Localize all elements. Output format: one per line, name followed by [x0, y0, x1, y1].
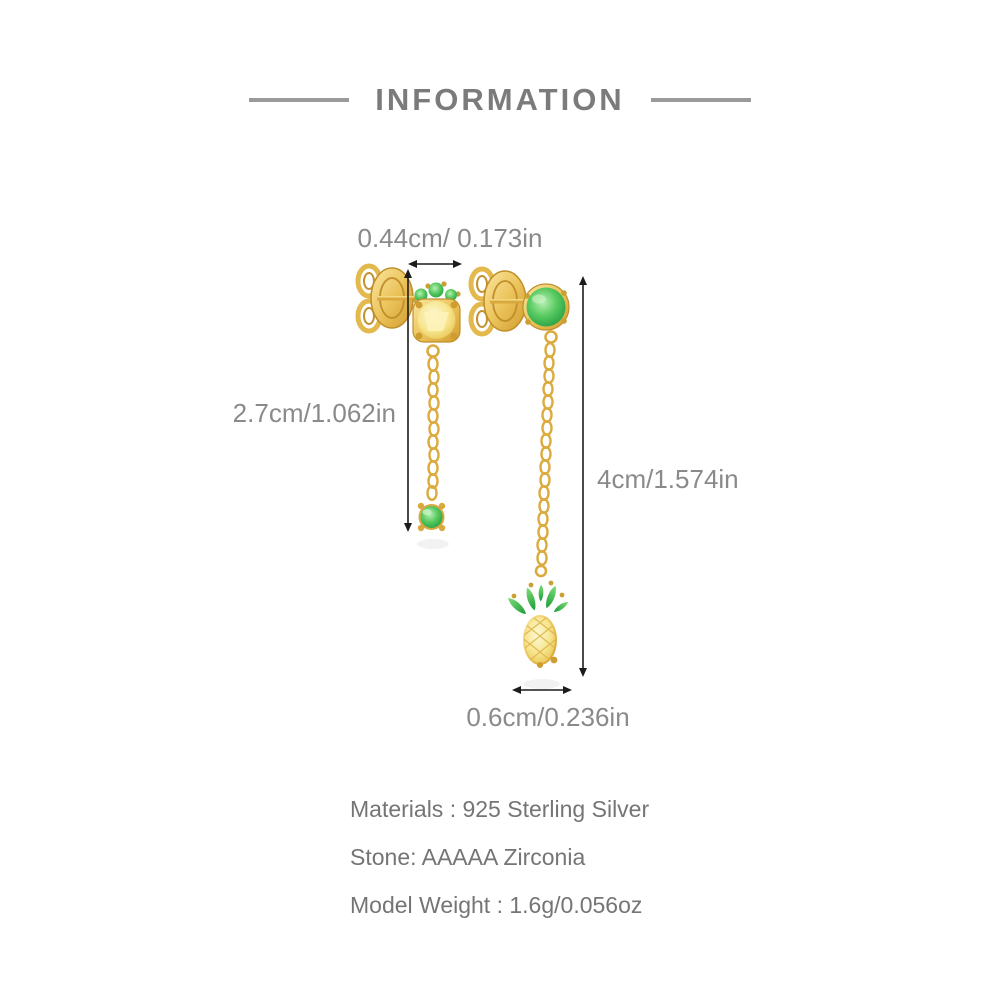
pendant-width-label: 0.6cm/0.236in — [466, 702, 630, 732]
earring-back-left — [355, 263, 422, 334]
right-length-arrow — [579, 276, 587, 677]
header-divider-left — [249, 98, 350, 102]
connector-loop-left — [426, 344, 440, 358]
earring-post-right — [490, 299, 530, 304]
spec-stone: Stone: AAAAA Zirconia — [350, 844, 586, 870]
chain-left — [426, 356, 440, 501]
stud-yellow-stone — [412, 298, 461, 343]
pendant-width-arrow — [512, 686, 572, 694]
drop-green-stone — [417, 502, 446, 532]
earring-post-left — [377, 296, 422, 301]
reflection-right — [524, 679, 560, 689]
pineapple-leaves — [505, 580, 570, 617]
connector-loop-right — [544, 330, 558, 344]
spec-materials: Materials : 925 Sterling Silver — [350, 796, 650, 822]
earring-back-right — [468, 266, 530, 337]
stud-width-label: 0.44cm/ 0.173in — [357, 223, 543, 253]
reflection-left — [417, 539, 449, 549]
left-earring-length-label: 2.7cm/1.062in — [232, 398, 396, 428]
product-specs: Materials : 925 Sterling Silver Stone: A… — [350, 796, 649, 940]
header-divider-right — [650, 98, 751, 102]
chain-right — [536, 342, 556, 566]
right-earring-length-label: 4cm/1.574in — [597, 464, 739, 494]
section-header: INFORMATION — [0, 82, 1000, 118]
right-earring — [468, 266, 570, 668]
stud-crown-green-stones — [411, 281, 461, 303]
stud-width-arrow — [408, 260, 462, 268]
pineapple-body — [523, 615, 558, 668]
spec-model-weight: Model Weight : 1.6g/0.056oz — [350, 892, 643, 918]
left-length-arrow — [404, 269, 412, 532]
pineapple-pendant — [505, 564, 570, 668]
page-title: INFORMATION — [375, 82, 625, 117]
stud-green-stone — [522, 283, 570, 331]
left-earring — [355, 263, 461, 532]
